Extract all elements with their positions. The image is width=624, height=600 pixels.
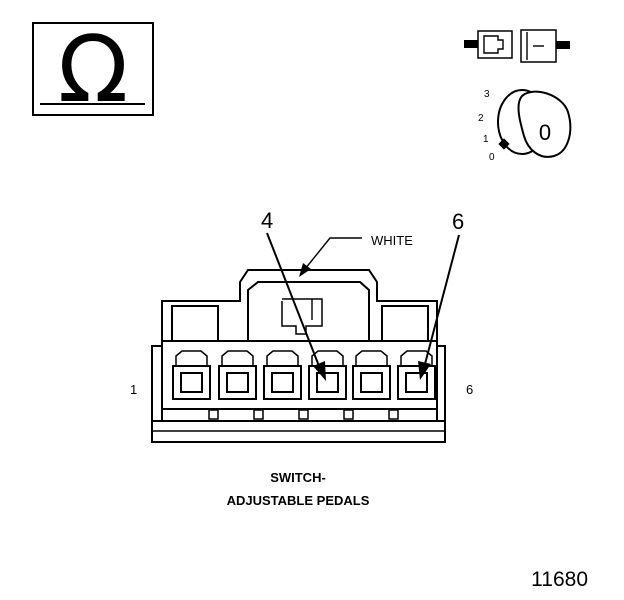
pin-4 (308, 350, 347, 400)
pin-1 (172, 350, 211, 400)
pin-cap (221, 350, 254, 367)
ignition-marker (498, 138, 510, 150)
pin-terminal (316, 372, 339, 393)
pin-3 (263, 350, 302, 400)
probe-right-line (424, 234, 460, 365)
ignition-pos-1: 1 (483, 134, 489, 145)
callout-arrowhead (299, 263, 311, 277)
plug-blade (483, 35, 504, 54)
ohmmeter-frame (32, 22, 154, 116)
ohmmeter-icon: Ω (32, 16, 154, 123)
figure-number: 11680 (531, 568, 588, 591)
probe-right-label: 6 (452, 209, 464, 234)
caption-line-1: SWITCH- (270, 470, 326, 485)
wire-color-label: WHITE (371, 233, 413, 248)
pin-cap (175, 350, 208, 367)
pin-cap (266, 350, 299, 367)
key-notch-4 (343, 409, 354, 420)
probe-right-arrowhead (418, 361, 431, 380)
plug-half-left (477, 30, 513, 59)
pin-6 (397, 350, 436, 400)
face-right-recess (381, 305, 429, 341)
pin-cap (355, 350, 388, 367)
pin-terminal (180, 372, 203, 393)
right-ear (436, 345, 446, 422)
key-notch-2 (253, 409, 264, 420)
probe-left-line (266, 232, 320, 367)
probe-left-label: 4 (261, 208, 273, 233)
ignition-pos-0: 0 (489, 152, 495, 163)
probe-left: 4 (261, 208, 326, 381)
pin-5 (352, 350, 391, 400)
ignition-key-label: 0 (539, 120, 551, 145)
latch-housing (247, 281, 370, 341)
key-notch-1 (208, 409, 219, 420)
pin-last-label: 6 (466, 382, 473, 397)
wire-stub-left (464, 40, 478, 48)
left-ear (151, 345, 163, 422)
pin-terminal (360, 372, 383, 393)
ignition-key-head (517, 90, 572, 158)
ignition-switch-icon: 3 2 1 0 0 (478, 89, 572, 163)
callout-leader (304, 237, 362, 270)
wire-color-callout: WHITE (299, 233, 413, 277)
pin-first-label: 1 (130, 382, 137, 397)
disconnected-connector-icon (464, 29, 570, 63)
key-notch-5 (388, 409, 399, 420)
pin-cavity (352, 365, 391, 400)
ignition-pos-3: 3 (484, 89, 490, 100)
face-left-recess (171, 305, 219, 341)
key-notch-3 (298, 409, 309, 420)
pin-terminal (271, 372, 294, 393)
ohm-symbol: Ω (58, 16, 128, 123)
pin-2 (218, 350, 257, 400)
wire-stub-right (556, 41, 570, 49)
pin-terminal (226, 372, 249, 393)
caption-line-2: ADJUSTABLE PEDALS (227, 493, 370, 508)
probe-left-arrowhead (313, 361, 326, 381)
connector-face (151, 269, 446, 443)
probe-right: 6 (418, 209, 464, 380)
ignition-pos-2: 2 (478, 113, 484, 124)
pin-terminal (405, 372, 428, 393)
pin-cavity (308, 365, 347, 400)
